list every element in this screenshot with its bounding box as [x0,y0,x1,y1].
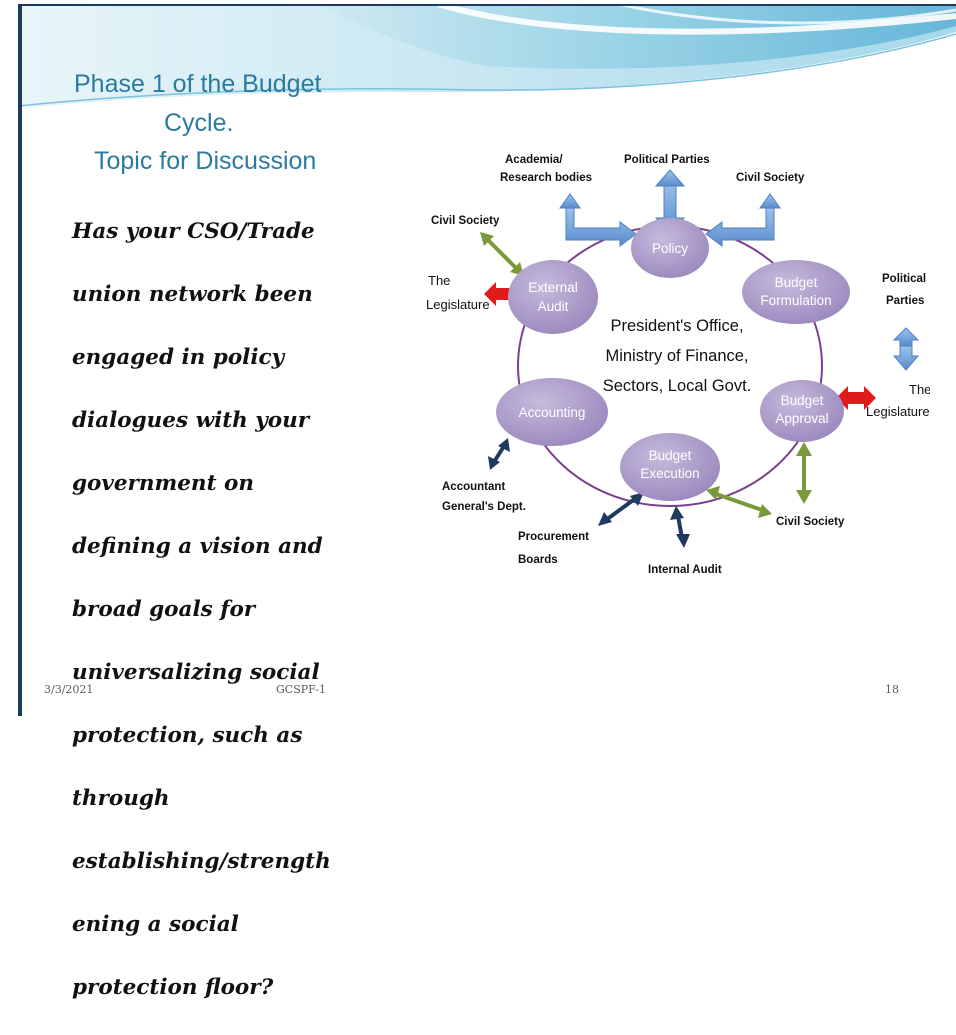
node-budget-formulation [742,260,850,324]
question-line: universalizing social [72,659,320,685]
blue-arrow-civil-society-top [705,193,781,247]
center-text-line-2: Ministry of Finance, [605,347,748,365]
title-line-1: Phase 1 of the Budget [74,70,322,98]
slide-border-top [18,4,956,6]
label-internal-audit: Internal Audit [648,564,722,576]
label-legislature-left-1: The [428,273,450,288]
label-legislature-right-1: The [909,382,930,397]
label-legislature-left-2: Legislature [426,297,490,312]
node-budget-approval [760,380,844,442]
label-accountant-general-2: General's Dept. [442,501,526,513]
node-policy-label: Policy [652,241,688,256]
label-legislature-right-2: Legislature [866,404,930,419]
question-line: through [72,785,170,811]
label-academia-1: Academia/ [505,154,563,166]
question-line: establishing/strength [72,848,331,874]
question-line: ening a social [72,911,239,937]
node-external-audit-label-2: Audit [538,299,569,314]
node-approval-label-1: Budget [781,393,824,408]
label-academia-2: Research bodies [500,172,592,184]
center-text-line-3: Sectors, Local Govt. [603,377,752,395]
node-execution-label-1: Budget [649,448,692,463]
label-political-parties-right-2: Parties [886,295,924,307]
budget-cycle-diagram: Policy Budget Formulation Budget Approva… [426,154,930,576]
node-formulation-label-2: Formulation [760,293,831,308]
blue-arrow-political-parties-right [892,327,920,371]
header-wave-decoration [18,4,956,109]
node-accounting [496,378,608,446]
question-line: union network been [72,281,313,307]
footer-date: 3/3/2021 [44,683,94,696]
label-political-parties-top: Political Parties [624,154,710,166]
label-civil-society-top-right: Civil Society [736,172,805,184]
node-approval-label-2: Approval [775,411,828,426]
question-line: protection floor? [72,974,274,1000]
question-line: government on [72,470,254,496]
navy-arrow-internal-audit [670,506,690,548]
discussion-question: Has your CSO/Trade union network been en… [72,184,372,1035]
node-budget-execution [620,433,720,501]
slide [18,4,956,716]
green-arrow-civil-society-bottom [796,442,812,504]
node-formulation-label-1: Budget [775,275,818,290]
node-external-audit [508,260,598,334]
blue-arrow-academia [559,193,637,247]
node-policy [631,218,709,278]
label-procurement-1: Procurement [518,531,589,543]
label-procurement-2: Boards [518,554,558,566]
slide-border [18,4,22,716]
footer-center-text: GCSPF-1 [276,683,326,696]
question-line: engaged in policy [72,344,285,370]
label-civil-society-bottom: Civil Society [776,516,845,528]
node-accounting-label: Accounting [519,405,586,420]
node-external-audit-label-1: External [528,280,578,295]
green-arrow-civil-society-execution [706,486,772,518]
title-line-2: Cycle. [164,109,234,137]
label-political-parties-right-1: Political [882,273,926,285]
question-line: defining a vision and [72,533,323,559]
question-line: broad goals for [72,596,256,622]
label-accountant-general-1: Accountant [442,481,505,493]
question-line: protection, such as [72,722,303,748]
center-text-line-1: President's Office, [610,317,743,335]
title-line-3: Topic for Discussion [94,147,317,175]
navy-arrow-accountant-general [488,438,510,470]
footer-page-number: 18 [885,683,899,696]
red-arrow-legislature-right [836,386,876,410]
node-execution-label-2: Execution [640,466,699,481]
question-line: dialogues with your [72,407,310,433]
question-line: Has your CSO/Trade [72,218,315,244]
green-arrow-civil-society-left [480,232,524,276]
navy-arrow-procurement [598,492,644,526]
label-civil-society-left: Civil Society [431,215,500,227]
